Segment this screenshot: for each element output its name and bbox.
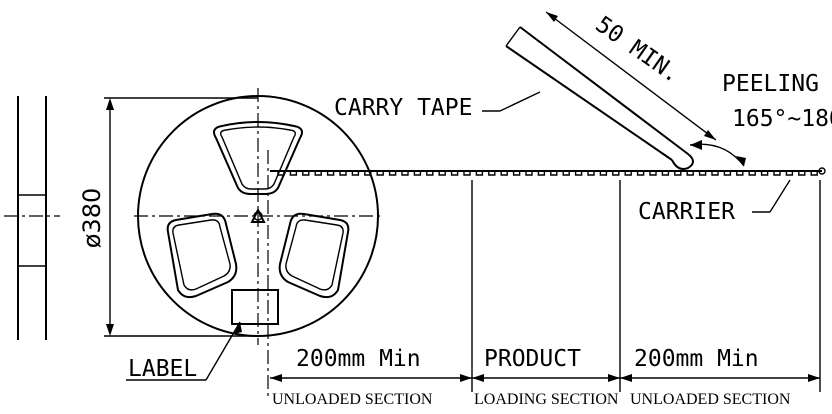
section-1-caption: UNLOADED SECTION [272, 391, 433, 408]
section-dividers [471, 180, 821, 392]
carrier-label: CARRIER [638, 199, 735, 225]
label-text: LABEL [128, 356, 197, 382]
label-callout: LABEL [126, 321, 242, 382]
cover-tape-outline [519, 26, 694, 170]
label-area [231, 289, 279, 325]
carrier-leader-2 [769, 179, 791, 213]
tape-end [818, 167, 826, 175]
dim-50-label: 50 MIN. [591, 12, 685, 89]
section-dimensions: 200mm Min PRODUCT 200mm Min UNLOADED SEC… [270, 346, 820, 408]
carry-tape-label: CARRY TAPE [334, 95, 472, 121]
reel-window-lower-left [166, 212, 238, 299]
dim-50-line [545, 11, 717, 141]
cover-tape-lower-edge [505, 45, 673, 161]
label-leader-line [205, 321, 241, 381]
dim-50-arrow-end [704, 130, 716, 140]
diameter-arrow-bottom [106, 324, 114, 336]
cover-tape [505, 26, 694, 170]
carry-tape-callout: CARRY TAPE [334, 91, 541, 121]
diameter-arrow-top [106, 98, 114, 110]
reel-front-view [134, 88, 384, 400]
carry-tape-leader-2 [499, 91, 541, 112]
reel-window-top [213, 121, 303, 195]
section-3-length: 200mm Min [634, 346, 759, 372]
reel-side-view [4, 96, 60, 340]
dim-50-arrow-start [546, 12, 558, 22]
peeling-angle: PEELING 165°~180° [689, 71, 832, 167]
cover-tape-end [505, 26, 521, 47]
diameter-label: ø380 [78, 188, 106, 249]
reel-hub [250, 207, 266, 223]
carrier-callout: CARRIER [638, 179, 791, 225]
carrier-tape [270, 167, 826, 176]
section-2-caption: LOADING SECTION [474, 391, 619, 408]
reel-window-lower-right [278, 212, 350, 299]
angle-label: 165°~180° [732, 106, 832, 132]
dim-50-min: 50 MIN. [545, 11, 717, 141]
peeling-label: PEELING [722, 71, 819, 97]
section-1-length: 200mm Min [296, 346, 421, 372]
tape-pockets [277, 171, 818, 176]
label-leader-arrow [234, 322, 242, 334]
angle-arrow-end [736, 156, 746, 166]
section-2-name: PRODUCT [484, 346, 581, 372]
section-3-caption: UNLOADED SECTION [630, 391, 791, 408]
angle-arrow-start [690, 140, 702, 150]
